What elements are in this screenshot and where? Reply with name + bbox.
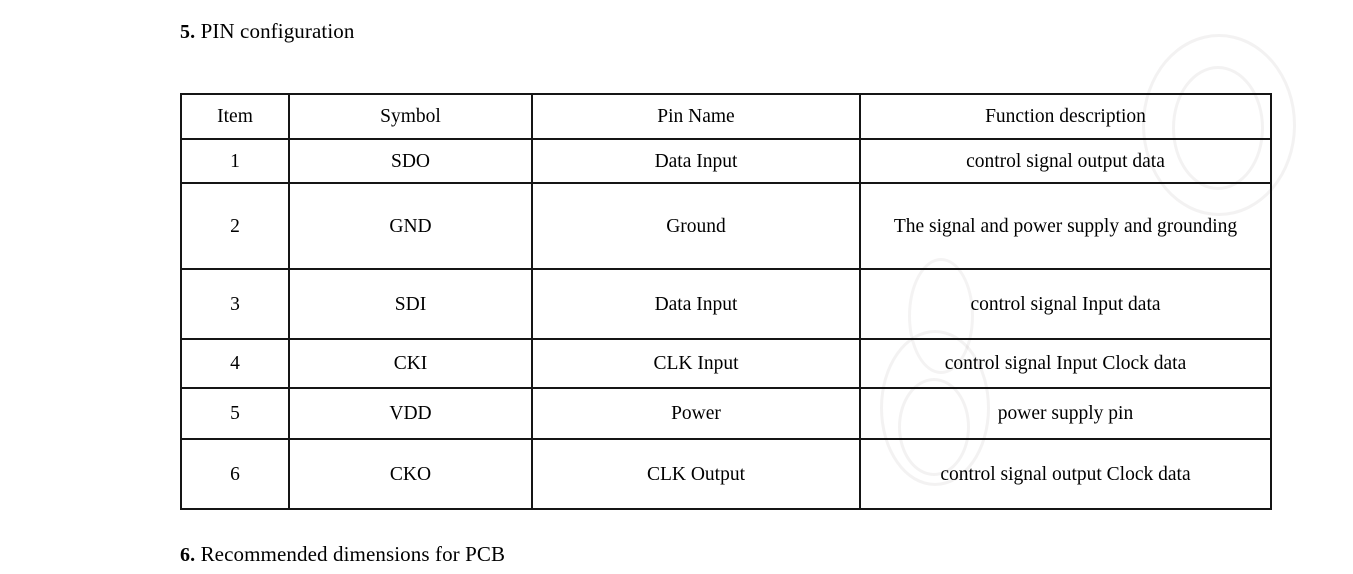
cell-function: control signal Input Clock data bbox=[859, 338, 1272, 389]
cell-symbol: SDO bbox=[288, 138, 533, 184]
column-header-pin-name: Pin Name bbox=[531, 93, 861, 140]
cell-item: 3 bbox=[180, 268, 290, 340]
section-number: 5. bbox=[180, 21, 196, 43]
cell-item: 1 bbox=[180, 138, 290, 184]
cell-function: control signal output data bbox=[859, 138, 1272, 184]
section-number: 6. bbox=[180, 544, 196, 566]
cell-pin-name: Power bbox=[531, 387, 861, 440]
section-heading-pin-configuration: 5. PIN configuration bbox=[180, 18, 354, 45]
pin-configuration-table: Item Symbol Pin Name Function descriptio… bbox=[180, 93, 1272, 510]
cell-pin-name: Data Input bbox=[531, 138, 861, 184]
table-row: 6 CKO CLK Output control signal output C… bbox=[180, 438, 1272, 510]
table-row: 3 SDI Data Input control signal Input da… bbox=[180, 268, 1272, 340]
cell-pin-name: CLK Output bbox=[531, 438, 861, 510]
table-row: 1 SDO Data Input control signal output d… bbox=[180, 138, 1272, 184]
cell-function: control signal output Clock data bbox=[859, 438, 1272, 510]
cell-function: control signal Input data bbox=[859, 268, 1272, 340]
section-heading-pcb-dimensions: 6. Recommended dimensions for PCB bbox=[180, 541, 505, 568]
cell-item: 4 bbox=[180, 338, 290, 389]
column-header-item: Item bbox=[180, 93, 290, 140]
section-title: Recommended dimensions for PCB bbox=[200, 542, 506, 566]
table-header-row: Item Symbol Pin Name Function descriptio… bbox=[180, 93, 1272, 140]
cell-symbol: CKI bbox=[288, 338, 533, 389]
cell-item: 6 bbox=[180, 438, 290, 510]
cell-symbol: SDI bbox=[288, 268, 533, 340]
cell-item: 5 bbox=[180, 387, 290, 440]
section-title: PIN configuration bbox=[200, 19, 355, 43]
cell-symbol: CKO bbox=[288, 438, 533, 510]
cell-symbol: GND bbox=[288, 182, 533, 270]
cell-function: The signal and power supply and groundin… bbox=[859, 182, 1272, 270]
cell-pin-name: Data Input bbox=[531, 268, 861, 340]
cell-item: 2 bbox=[180, 182, 290, 270]
column-header-symbol: Symbol bbox=[288, 93, 533, 140]
table-row: 2 GND Ground The signal and power supply… bbox=[180, 182, 1272, 270]
cell-symbol: VDD bbox=[288, 387, 533, 440]
table-row: 4 CKI CLK Input control signal Input Clo… bbox=[180, 338, 1272, 389]
table-row: 5 VDD Power power supply pin bbox=[180, 387, 1272, 440]
column-header-function: Function description bbox=[859, 93, 1272, 140]
cell-pin-name: Ground bbox=[531, 182, 861, 270]
cell-pin-name: CLK Input bbox=[531, 338, 861, 389]
cell-function: power supply pin bbox=[859, 387, 1272, 440]
